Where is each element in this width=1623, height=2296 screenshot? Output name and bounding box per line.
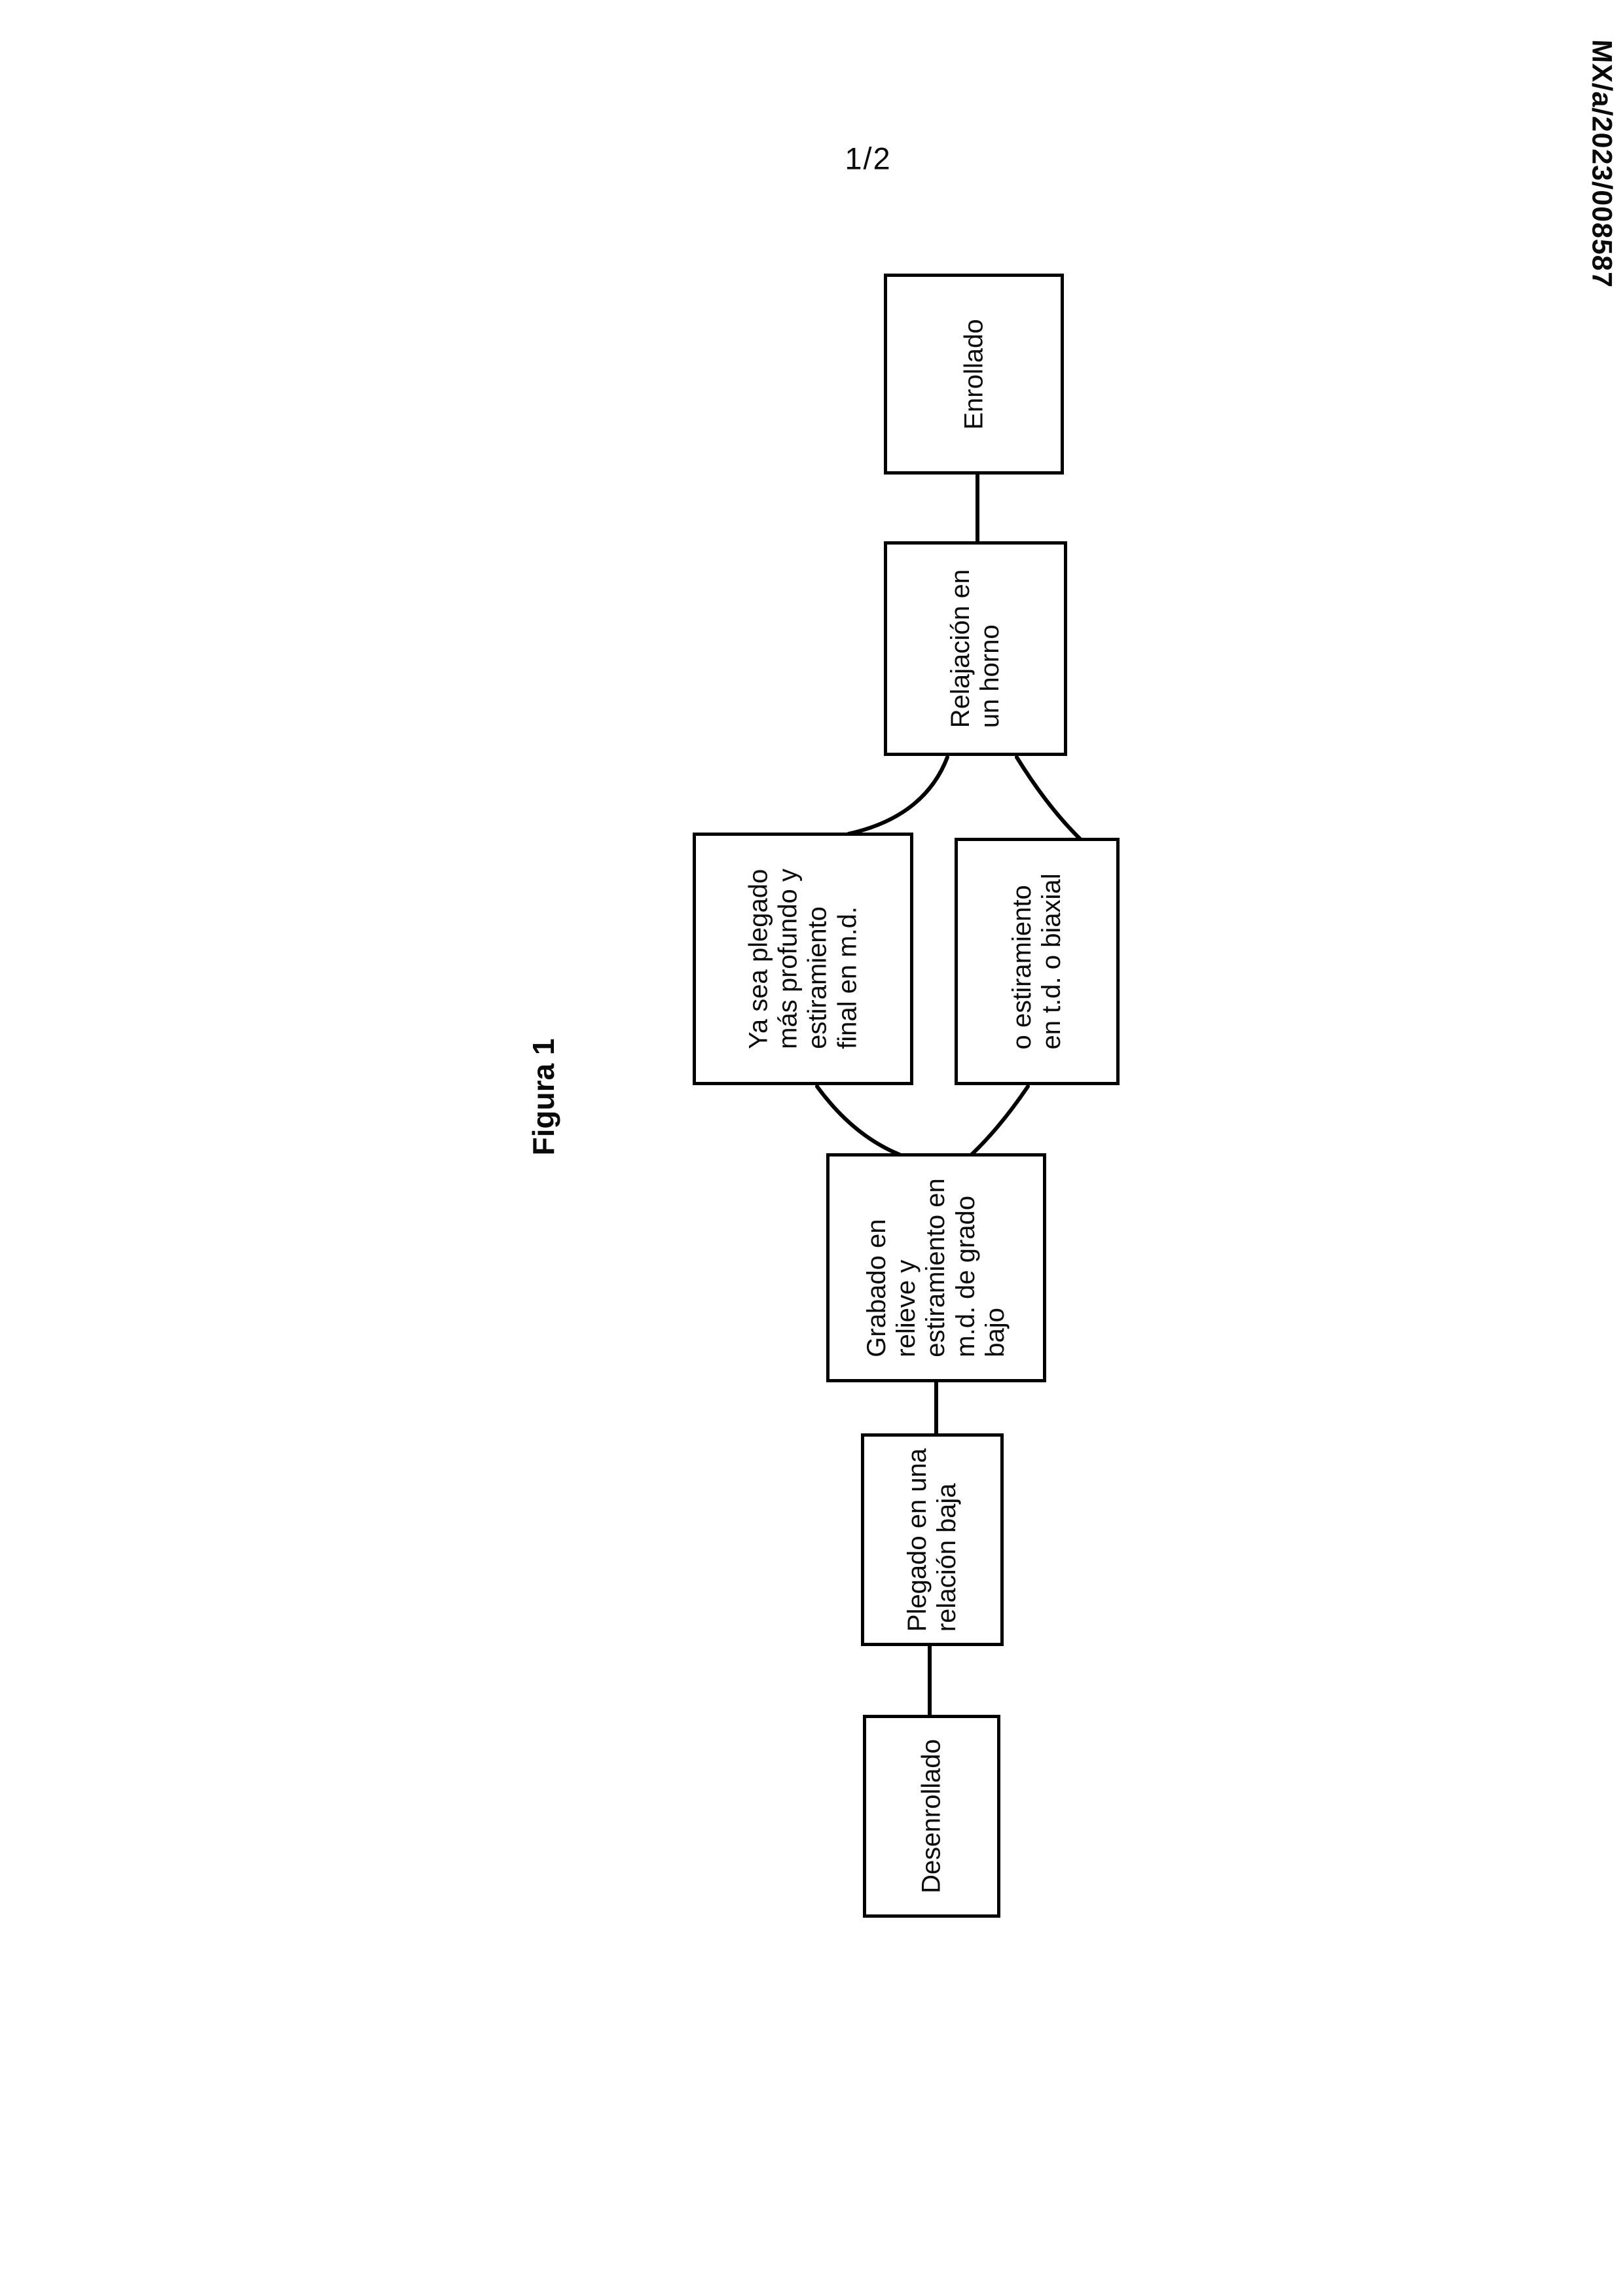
box-label-line: relieve y xyxy=(892,1259,921,1357)
box-label-line: Enrollado xyxy=(958,318,988,430)
flow-box-grabado-estiramiento-text: Grabado en relieve y estiramiento en m.d… xyxy=(862,1178,1010,1357)
flow-box-estiramiento-td-biaxial: o estiramiento en t.d. o biaxial xyxy=(955,838,1120,1085)
flow-box-plegado-relacion-baja: Plegado en una relación baja xyxy=(861,1433,1004,1646)
box-label-line: Relajación en xyxy=(945,569,975,728)
flow-box-plegado-relacion-baja-text: Plegado en una relación baja xyxy=(903,1448,962,1631)
flow-box-enrollado-text: Enrollado xyxy=(959,319,989,429)
connector-plegado-profundo-grabado xyxy=(815,1085,902,1157)
sheet-number: 1/2 xyxy=(845,141,892,176)
flow-box-desenrollado-text: Desenrollado xyxy=(917,1739,946,1893)
box-label-line: final en m.d. xyxy=(832,906,862,1049)
box-label-line: más profundo y xyxy=(773,869,803,1049)
box-label-line: estiramiento xyxy=(803,906,832,1049)
connector-estiramiento-td-grabado xyxy=(970,1085,1030,1157)
box-label-line: estiramiento en xyxy=(921,1178,951,1357)
connector-relajacion-plegado-profundo xyxy=(847,755,949,836)
box-label-line: Ya sea plegado xyxy=(744,869,773,1049)
flow-box-enrollado: Enrollado xyxy=(884,274,1064,475)
flow-box-relajacion-horno: Relajación en un horno xyxy=(884,541,1067,756)
box-label-line: Plegado en una xyxy=(902,1448,932,1632)
box-label-line: Grabado en xyxy=(862,1219,892,1357)
flow-box-relajacion-horno-text: Relajación en un horno xyxy=(946,569,1005,728)
box-label-line: relación baja xyxy=(932,1482,961,1632)
box-label-line: Desenrollado xyxy=(917,1739,946,1893)
flow-box-plegado-mas-profundo: Ya sea plegado más profundo y estiramien… xyxy=(693,833,913,1085)
box-label-line: o estiramiento xyxy=(1007,885,1036,1050)
connector-relajacion-estiramiento-td xyxy=(1015,755,1082,841)
box-label-line: bajo xyxy=(980,1308,1010,1357)
flow-box-estiramiento-td-biaxial-text: o estiramiento en t.d. o biaxial xyxy=(1008,873,1067,1049)
box-label-line: m.d. de grado xyxy=(951,1195,980,1357)
flow-box-plegado-mas-profundo-text: Ya sea plegado más profundo y estiramien… xyxy=(744,869,862,1049)
box-label-line: en t.d. o biaxial xyxy=(1037,873,1066,1050)
box-label-line: un horno xyxy=(976,624,1004,728)
flow-box-grabado-estiramiento: Grabado en relieve y estiramiento en m.d… xyxy=(826,1153,1046,1382)
flow-box-desenrollado: Desenrollado xyxy=(863,1715,1000,1918)
